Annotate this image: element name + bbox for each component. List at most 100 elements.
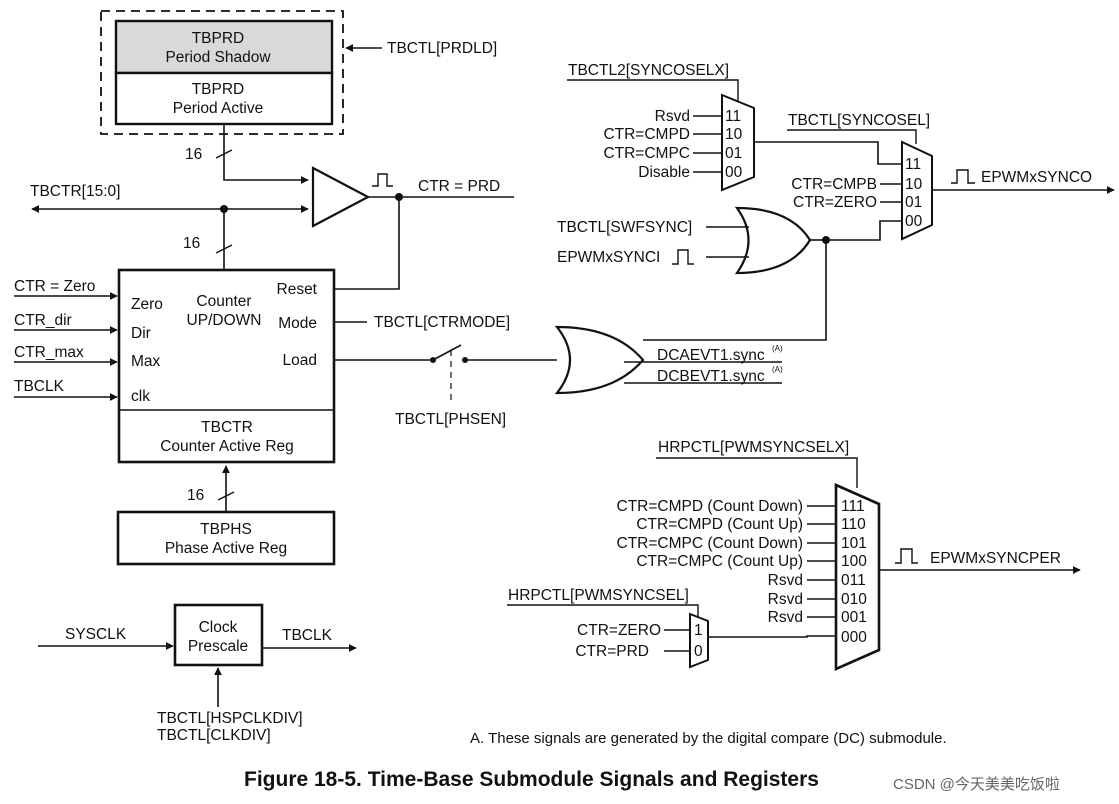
counter-block: Counter UP/DOWN Zero Dir Max clk Reset M… xyxy=(117,268,336,464)
syncosel-code: 10 xyxy=(905,176,923,193)
syncosel-code: 11 xyxy=(905,156,921,173)
phase-active-label-2: Phase Active Reg xyxy=(165,540,287,557)
port-clk: clk xyxy=(131,388,150,405)
pwmsyncsel-to-mux-wire xyxy=(708,635,836,638)
pwmsyncselx-mux xyxy=(834,483,881,671)
port-zero: Zero xyxy=(131,296,163,313)
pwmsyncselx-code: 111 xyxy=(841,498,865,515)
pwmsyncsel-select-line xyxy=(507,604,699,617)
syncoselx-to-syncosel-wire xyxy=(754,141,902,165)
tbclk-input-label: TBCLK xyxy=(14,378,65,395)
syncosel-mux xyxy=(901,140,933,241)
pulse-icon xyxy=(672,249,694,265)
pwmsyncsel-input-zero: CTR=ZERO xyxy=(577,622,661,639)
pwmsyncselx-input: CTR=CMPD (Count Up) xyxy=(636,516,803,533)
counter-box xyxy=(117,268,336,464)
period-active-label-2: Period Active xyxy=(173,100,263,117)
pulse-icon xyxy=(951,169,975,184)
syncoselx-mux xyxy=(721,93,755,192)
clock-prescale-label-2: Prescale xyxy=(188,638,248,655)
hspclkdiv-label: TBCTL[HSPCLKDIV] xyxy=(157,710,303,727)
bus-slash xyxy=(215,244,233,254)
ctr-prd-to-reset-wire xyxy=(334,197,400,290)
port-load: Load xyxy=(283,352,317,369)
syncoselx-input-disable: Disable xyxy=(638,164,690,181)
pwmsyncselx-input: CTR=CMPD (Count Down) xyxy=(617,498,803,515)
period-comparator xyxy=(311,166,371,228)
syncoselx-code: 10 xyxy=(725,126,743,143)
syncoselx-code: 01 xyxy=(725,145,742,162)
port-reset: Reset xyxy=(277,281,318,298)
pwmsyncselx-select-line xyxy=(656,457,858,488)
pwmsyncselx-input: CTR=CMPC (Count Up) xyxy=(636,553,803,570)
syncosel-code: 00 xyxy=(905,213,923,230)
phase-active-box xyxy=(116,510,336,566)
syncoselx-label: TBCTL2[SYNCOSELX] xyxy=(568,62,729,79)
synci-label: EPWMxSYNCI xyxy=(557,249,660,266)
counter-active-label-1: TBCTR xyxy=(201,419,253,436)
dc-to-sync-wire xyxy=(643,240,827,341)
pwmsyncsel-label: HRPCTL[PWMSYNCSEL] xyxy=(508,587,689,604)
pwmsyncselx-input: Rsvd xyxy=(768,572,803,589)
counter-title-2: UP/DOWN xyxy=(187,312,262,329)
footnote-marker: (A) xyxy=(772,365,783,374)
syncosel-label: TBCTL[SYNCOSEL] xyxy=(788,112,930,129)
syncosel-code: 01 xyxy=(905,194,922,211)
bus-width-label: 16 xyxy=(187,487,204,504)
bus-width-label: 16 xyxy=(183,235,200,252)
port-max: Max xyxy=(131,353,161,370)
pwmsyncselx-input: CTR=CMPC (Count Down) xyxy=(617,535,803,552)
port-mode: Mode xyxy=(278,315,317,332)
sync-or-gate xyxy=(734,206,812,275)
pwmsyncsel-input-prd: CTR=PRD xyxy=(575,643,649,660)
phase-active-label-1: TBPHS xyxy=(200,521,252,538)
ctr-prd-label: CTR = PRD xyxy=(418,178,500,195)
dcaevt-label: DCAEVT1.sync xyxy=(657,347,765,364)
clock-prescale-label-1: Clock xyxy=(199,619,238,636)
ctr-zero-label: CTR = Zero xyxy=(14,278,95,295)
pwmsyncselx-code: 011 xyxy=(841,572,866,589)
pwmsyncsel-mux xyxy=(689,612,709,669)
pwmsyncsel-code: 0 xyxy=(694,643,703,660)
bus-slash xyxy=(217,491,235,501)
tbctr-bus-label: TBCTR[15:0] xyxy=(30,183,120,200)
clkdiv-label: TBCTL[CLKDIV] xyxy=(157,727,271,744)
syncoselx-input-cmpc: CTR=CMPC xyxy=(603,145,690,162)
pwmsyncselx-code: 010 xyxy=(841,591,867,608)
ctr-dir-label: CTR_dir xyxy=(14,312,72,329)
pwmsyncselx-label: HRPCTL[PWMSYNCSELX] xyxy=(658,439,849,456)
ctrmode-label: TBCTL[CTRMODE] xyxy=(374,314,510,331)
pwmsyncselx-input: Rsvd xyxy=(768,591,803,608)
pulse-icon xyxy=(372,173,393,187)
period-dashed-border xyxy=(100,10,344,135)
clock-prescale-box xyxy=(173,603,264,667)
swfsync-label: TBCTL[SWFSYNC] xyxy=(557,219,692,236)
phsen-label: TBCTL[PHSEN] xyxy=(395,411,506,428)
counter-active-label-2: Counter Active Reg xyxy=(160,438,294,455)
sysclk-label: SYSCLK xyxy=(65,626,127,643)
ctr-max-label: CTR_max xyxy=(14,344,84,361)
period-to-comparator-wire xyxy=(223,124,309,184)
syncoselx-input-cmpd: CTR=CMPD xyxy=(603,126,690,143)
bus-slash xyxy=(215,149,233,159)
syncosel-input-zero: CTR=ZERO xyxy=(793,194,877,211)
pwmsyncselx-code: 000 xyxy=(841,629,867,646)
syncper-label: EPWMxSYNCPER xyxy=(930,550,1061,567)
syncoselx-inputs: Rsvd CTR=CMPD CTR=CMPC Disable 11 10 01 … xyxy=(603,108,742,181)
port-dir: Dir xyxy=(131,325,151,342)
pwmsyncsel-code: 1 xyxy=(694,622,703,639)
figure-caption: Figure 18-5. Time-Base Submodule Signals… xyxy=(244,768,819,791)
pwmsyncselx-code: 001 xyxy=(841,609,867,626)
period-register-group: TBPRD Period Shadow TBPRD Period Active xyxy=(100,10,344,135)
dcbevt-label: DCBEVT1.sync xyxy=(657,368,765,385)
tbclk-output-label: TBCLK xyxy=(282,627,333,644)
prdld-label: TBCTL[PRDLD] xyxy=(387,40,497,57)
syncoselx-code: 11 xyxy=(725,108,741,125)
dc-or-gate xyxy=(554,325,645,395)
watermark: CSDN @今天美美吃饭啦 xyxy=(893,776,1060,793)
period-shadow-label-2: Period Shadow xyxy=(165,49,271,66)
syncosel-input-cmpb: CTR=CMPB xyxy=(791,176,877,193)
pwmsyncselx-code: 101 xyxy=(841,535,867,552)
period-shadow-label-1: TBPRD xyxy=(192,30,245,47)
